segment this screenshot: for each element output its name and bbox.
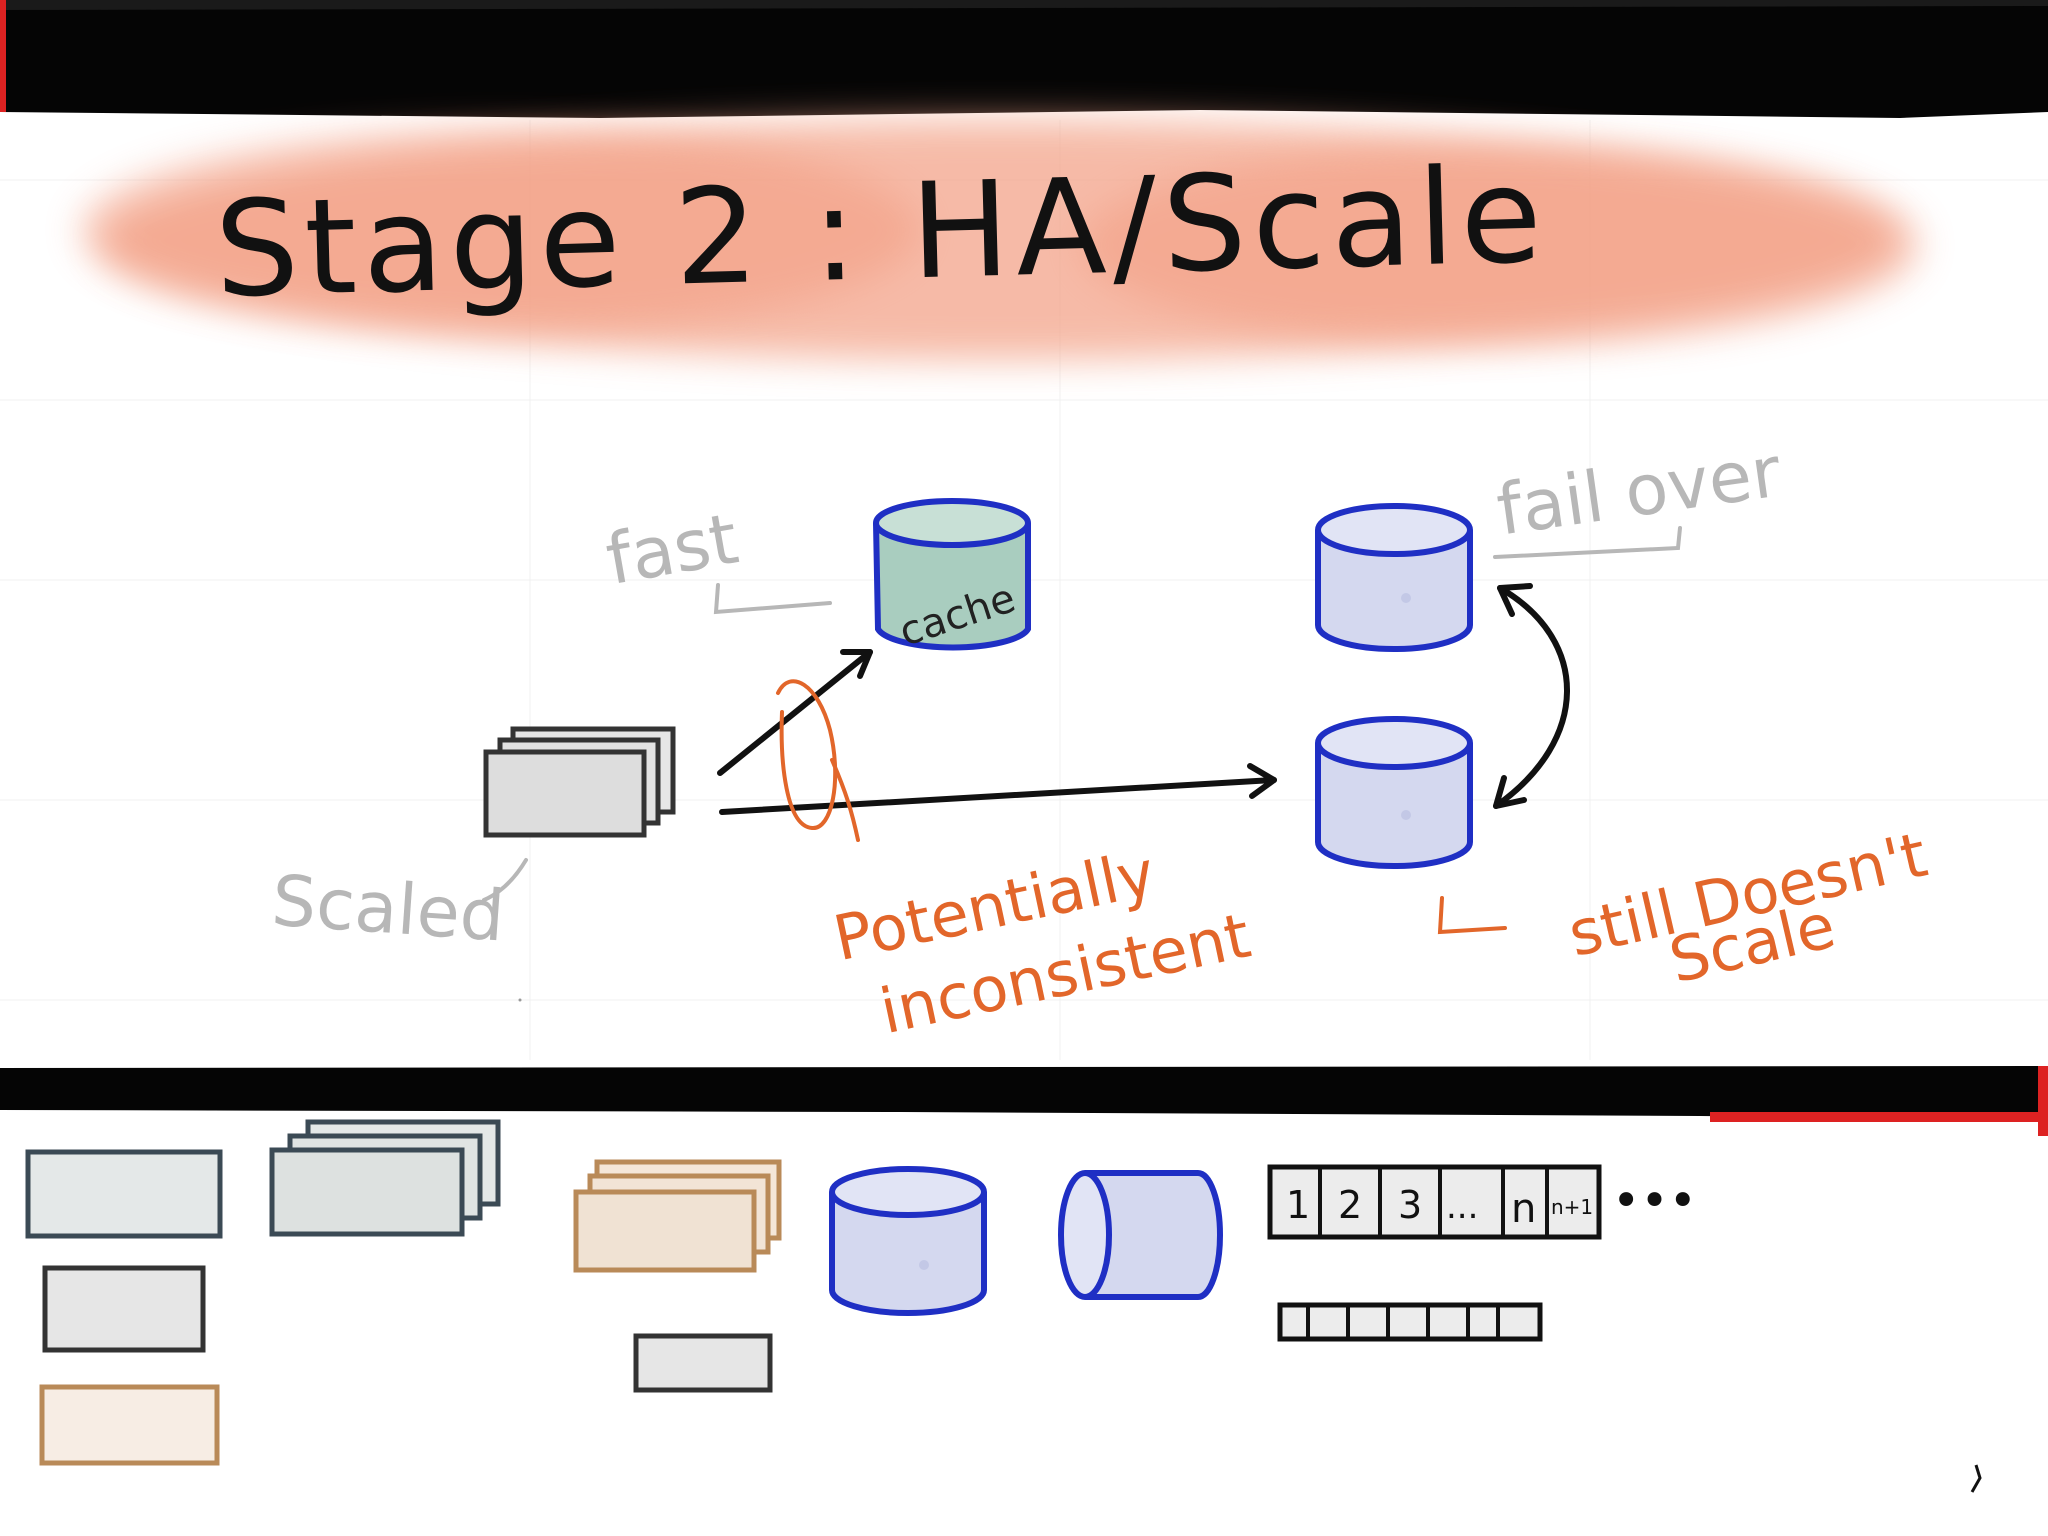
- cache-arrow: [717, 649, 873, 776]
- queue-cell-3: 3: [1398, 1183, 1422, 1227]
- page-title: Stage 2 : HA/Scale: [213, 139, 1550, 328]
- palette-stack-tan[interactable]: [573, 1159, 782, 1273]
- scaled-check: [482, 858, 528, 902]
- failover-arrow: [1493, 583, 1570, 809]
- palette-box-slate[interactable]: [25, 1149, 223, 1239]
- database-arrow: [719, 763, 1277, 815]
- cache-cylinder: cache: [873, 498, 1031, 656]
- title-highlight: [80, 120, 1920, 360]
- palette-stack-slate[interactable]: [269, 1119, 501, 1237]
- palette-queue[interactable]: 1 2 3 ... n n+1: [1267, 1164, 1602, 1240]
- inconsistency-loop: [776, 679, 860, 842]
- palette-horizontal-cylinder-icon[interactable]: [1058, 1170, 1223, 1300]
- palette-box-gray[interactable]: [42, 1265, 206, 1353]
- top-ink-bar: [0, 0, 2048, 118]
- queue-cell-2: 2: [1338, 1183, 1362, 1227]
- replica-database: [1315, 716, 1473, 869]
- scaled-app-servers: [483, 726, 676, 838]
- fast-pointer: [713, 583, 832, 615]
- queue-cell-1: 1: [1286, 1183, 1310, 1227]
- fast-annotation: fast: [600, 497, 744, 601]
- stray-mark: [1970, 1464, 1982, 1493]
- queue-cell-n-plus-1: n+1: [1551, 1195, 1593, 1219]
- still-pointer: [1437, 896, 1507, 935]
- palette-box-small[interactable]: [633, 1333, 773, 1393]
- failover-pointer: [1493, 526, 1682, 559]
- stray-dot: [518, 998, 522, 1002]
- palette-box-tan[interactable]: [39, 1384, 220, 1466]
- queue-cell-ellipsis: ...: [1446, 1187, 1478, 1227]
- queue-cell-n: n: [1511, 1186, 1536, 1232]
- failover-annotation: fail over: [1492, 431, 1786, 552]
- palette-database-icon[interactable]: [829, 1166, 987, 1316]
- scaled-annotation: Scaled: [269, 860, 507, 958]
- shape-palette: 1 2 3 ... n n+1 •••: [25, 1119, 1697, 1466]
- primary-database: [1315, 503, 1473, 652]
- queue-more-dots: •••: [1612, 1173, 1697, 1229]
- bottom-ink-bar: [0, 1066, 2048, 1136]
- palette-small-queue[interactable]: [1277, 1302, 1543, 1342]
